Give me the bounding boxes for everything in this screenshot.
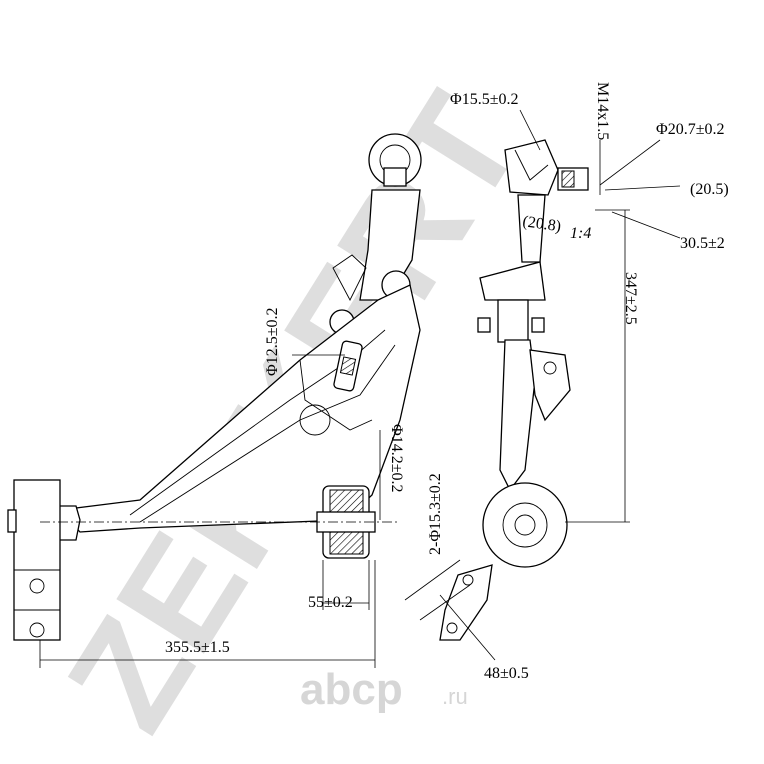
dimension-lines [39, 109, 681, 668]
abcp-logo-name: abcp [300, 665, 403, 714]
dim-ref-20-5: (20.5) [690, 181, 729, 198]
dim-thread: M14x1.5 [594, 82, 611, 140]
dim-length-347: 347±2.5 [622, 272, 639, 325]
dim-hole-spacing: 48±0.5 [484, 665, 529, 682]
abcp-logo-domain: .ru [442, 684, 468, 709]
dim-holes: 2-Φ15.3±0.2 [427, 473, 444, 555]
control-arm-side-view [439, 139, 589, 641]
dim-d-14-2: Φ14.2±0.2 [388, 424, 405, 492]
dim-d-12-5: Φ12.5±0.2 [264, 308, 281, 376]
dim-bush-width: 55±0.2 [308, 594, 353, 611]
dim-d-ball: Φ20.7±0.2 [656, 121, 724, 138]
dim-ref-20-8: (20.8) [521, 213, 562, 235]
dim-length-355: 355.5±1.5 [165, 639, 230, 656]
dim-taper: 1:4 [570, 225, 591, 242]
dim-height-ball: 30.5±2 [680, 235, 725, 252]
dim-d-stud-hole: Φ15.5±0.2 [450, 91, 518, 108]
abcp-logo: abcp .ru [300, 665, 468, 714]
control-arm-front-view [7, 133, 422, 641]
